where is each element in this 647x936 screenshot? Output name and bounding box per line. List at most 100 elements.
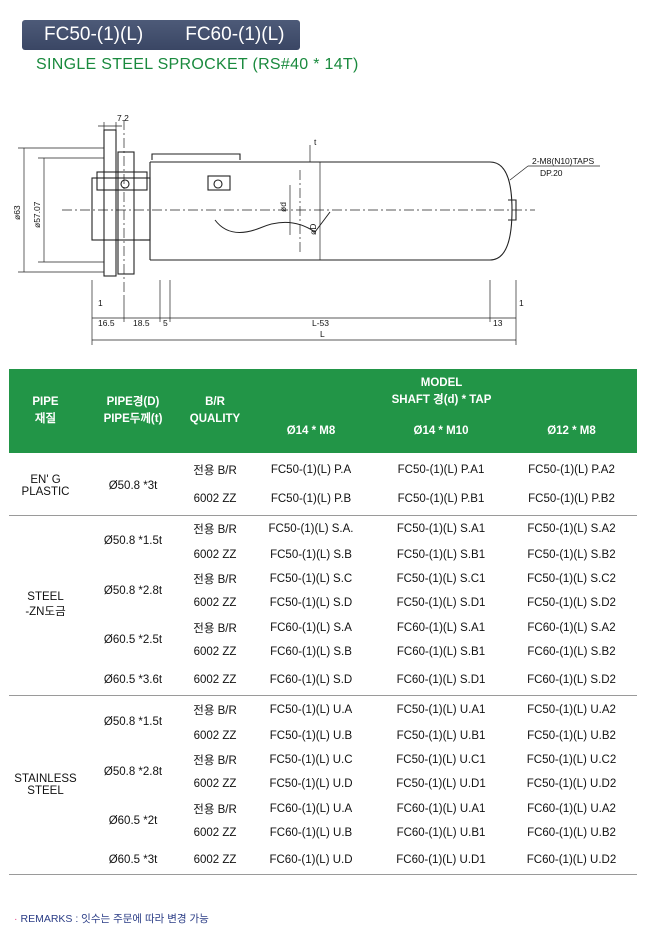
dim-d-small: ød	[278, 202, 288, 212]
model-cell: FC50-(1)(L) S.B	[270, 549, 352, 562]
bullet-icon: ·	[14, 913, 18, 925]
size-cell: Ø60.5 *3.6t	[82, 663, 184, 697]
br-cell: 전용 B/R	[193, 465, 237, 477]
note-line2: DP.20	[540, 168, 563, 178]
model-cell: FC60-(1)(L) S.D	[246, 663, 376, 697]
model-cell: FC60-(1)(L) U.D1	[376, 844, 506, 876]
product-subtitle: SINGLE STEEL SPROCKET (RS#40 * 14T)	[36, 56, 359, 73]
dim-16-5: 16.5	[98, 318, 115, 328]
model-cell: FC50-(1)(L) S.C1	[396, 573, 486, 586]
br-cell: 전용 B/R	[193, 524, 237, 537]
size-cell: Ø50.8 *2.8t	[103, 766, 163, 779]
dim-l: L	[320, 329, 325, 339]
size-cell: Ø60.5 *3t	[82, 844, 184, 876]
model-cell: FC60-(1)(L) S.A	[270, 621, 352, 634]
dim-1-right: 1	[519, 298, 524, 308]
model-cell: FC60-(1)(L) U.A2	[527, 802, 616, 815]
model-cell: FC50-(1)(L) U.C	[269, 754, 353, 767]
dim-18-5: 18.5	[133, 318, 150, 328]
model-cell: FC50-(1)(L) U.B1	[396, 730, 486, 743]
model-cell: FC50-(1)(L) U.A1	[396, 704, 486, 717]
model-cell: FC50-(1)(L) S.B2	[527, 549, 616, 562]
model-cell: FC50-(1)(L) P.A1	[397, 464, 485, 476]
dim-l-53: L-53	[312, 318, 329, 328]
size-cell: Ø60.5 *2.5t	[103, 633, 163, 646]
dim-5: 5	[163, 318, 168, 328]
dim-13: 13	[493, 318, 503, 328]
model-cell: FC50-(1)(L) S.A.	[268, 523, 354, 536]
br-cell: 전용 B/R	[193, 755, 237, 768]
br-cell: 전용 B/R	[193, 622, 237, 635]
model-cell: FC50-(1)(L) P.A	[270, 464, 352, 476]
model-a-title: FC50-(1)(L)	[44, 24, 144, 45]
br-cell: 6002 ZZ	[193, 549, 237, 562]
br-cell: 6002 ZZ	[184, 483, 246, 516]
head-col3: Ø12 * M8	[506, 409, 637, 453]
model-cell: FC60-(1)(L) U.D2	[506, 844, 637, 876]
model-cell: FC50-(1)(L) U.A2	[527, 704, 616, 717]
dim-1-left: 1	[98, 298, 103, 308]
br-cell: 전용 B/R	[193, 705, 237, 718]
model-cell: FC50-(1)(L) P.B	[246, 483, 376, 516]
model-cell: FC50-(1)(L) P.B1	[376, 483, 506, 516]
model-cell: FC60-(1)(L) S.D2	[506, 663, 637, 697]
head-col1: Ø14 * M8	[246, 409, 376, 453]
model-cell: FC60-(1)(L) S.B	[270, 645, 352, 658]
br-cell: 6002 ZZ	[184, 844, 246, 876]
model-cell: FC50-(1)(L) U.B	[269, 730, 353, 743]
model-cell: FC60-(1)(L) S.D1	[376, 663, 506, 697]
model-cell: FC60-(1)(L) U.A	[269, 802, 353, 815]
size-cell: Ø50.8 *2.8t	[103, 585, 163, 598]
model-cell: FC50-(1)(L) S.D1	[396, 597, 486, 610]
br-cell: 전용 B/R	[193, 803, 237, 816]
dim-top: 7.2	[117, 113, 129, 123]
model-cell: FC50-(1)(L) S.D2	[527, 597, 616, 610]
model-cell: FC50-(1)(L) U.A	[269, 704, 353, 717]
model-cell: FC60-(1)(L) S.B1	[396, 645, 486, 658]
model-cell: FC60-(1)(L) U.B	[269, 826, 353, 839]
title-bar: FC50-(1)(L) FC60-(1)(L)	[22, 20, 300, 50]
model-cell: FC60-(1)(L) S.A2	[527, 621, 616, 634]
br-cell: 6002 ZZ	[193, 826, 237, 839]
br-cell: 6002 ZZ	[193, 597, 237, 610]
model-cell: FC50-(1)(L) U.D	[269, 778, 353, 791]
model-cell: FC60-(1)(L) U.D	[246, 844, 376, 876]
model-cell: FC50-(1)(L) P.A2	[528, 464, 615, 476]
model-cell: FC50-(1)(L) S.C2	[527, 573, 616, 586]
model-cell: FC60-(1)(L) U.B2	[527, 826, 616, 839]
model-cell: FC50-(1)(L) S.C	[269, 573, 353, 586]
br-cell: 6002 ZZ	[193, 645, 237, 658]
head-diameter: PIPE경(D)PIPE두께(t)	[82, 369, 184, 453]
technical-drawing: 7.2 t ød øD ø63 ø57.07 2-M8(N10)TAPS DP.…	[12, 113, 600, 345]
sprocket-hub	[91, 177, 151, 241]
model-cell: FC50-(1)(L) U.C2	[526, 754, 617, 767]
model-cell: FC50-(1)(L) U.C1	[396, 754, 486, 767]
model-cell: FC60-(1)(L) S.A1	[396, 621, 486, 634]
remarks-note: ·REMARKS : 잇수는 주문에 따라 변경 가능	[14, 913, 209, 925]
model-cell: FC50-(1)(L) U.D1	[396, 778, 486, 791]
dim-d-big: øD	[308, 224, 318, 235]
size-cell: Ø50.8 *1.5t	[103, 716, 163, 729]
note-line1: 2-M8(N10)TAPS	[532, 156, 595, 166]
dim-5707: ø57.07	[32, 201, 42, 228]
dim-63: ø63	[12, 205, 22, 220]
model-cell: FC50-(1)(L) U.B2	[527, 730, 616, 743]
model-cell: FC60-(1)(L) S.B2	[527, 645, 616, 658]
model-cell: FC60-(1)(L) U.A1	[396, 802, 486, 815]
br-cell: 6002 ZZ	[193, 730, 237, 743]
model-cell: FC50-(1)(L) U.D2	[526, 778, 617, 791]
br-cell: 6002 ZZ	[193, 778, 237, 791]
model-cell: FC50-(1)(L) S.A1	[396, 523, 486, 536]
model-cell: FC50-(1)(L) P.B2	[506, 483, 637, 516]
model-cell: FC50-(1)(L) S.B1	[396, 549, 486, 562]
dim-t: t	[314, 137, 317, 147]
size-cell: Ø50.8 *3t	[82, 453, 184, 516]
model-cell: FC50-(1)(L) S.A2	[527, 523, 616, 536]
model-cell: FC60-(1)(L) U.B1	[396, 826, 486, 839]
